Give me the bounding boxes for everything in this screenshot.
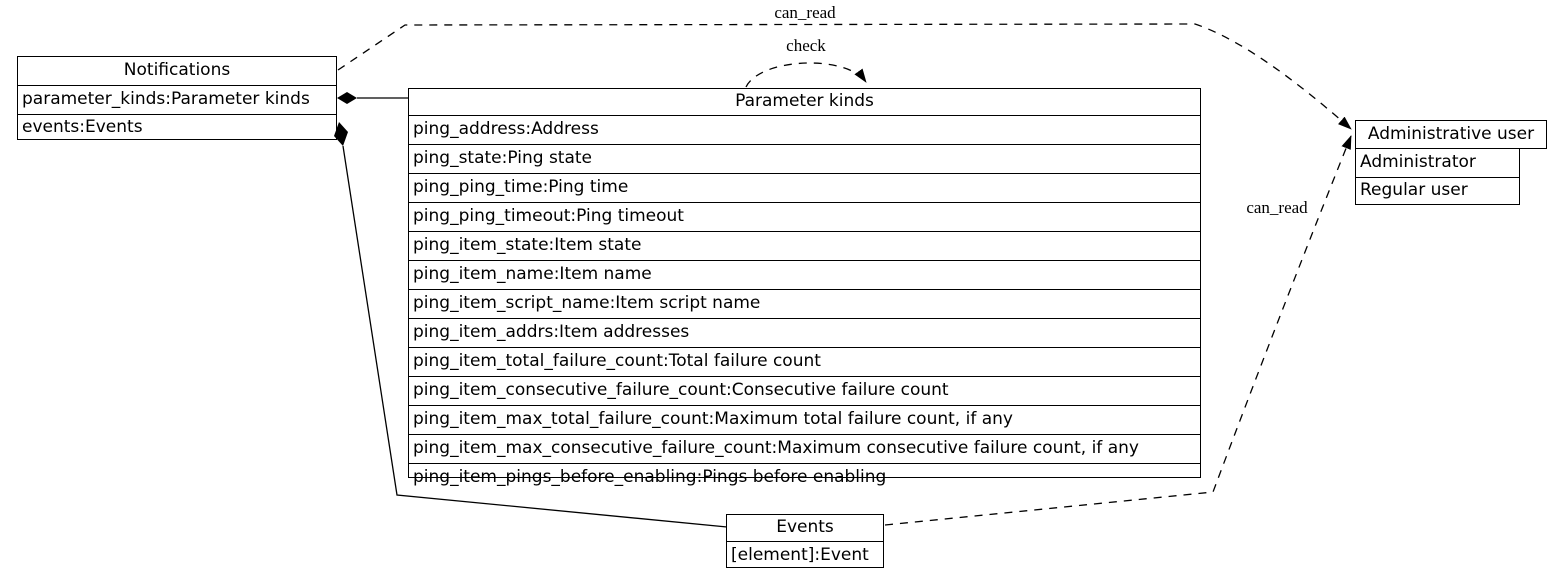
node-title: Notifications xyxy=(18,57,336,86)
field-row: ping_item_addrs:Item addresses xyxy=(409,319,1200,348)
node-title: Parameter kinds xyxy=(409,89,1200,116)
node-title: Administrative user xyxy=(1367,124,1535,144)
node-notifications: Notifications parameter_kinds:Parameter … xyxy=(17,56,337,140)
node-administrative-user-header: Administrative user xyxy=(1355,120,1547,149)
node-events: Events [element]:Event xyxy=(726,514,884,568)
edge-label-can-read-top: can_read xyxy=(774,3,836,22)
composition-diamond-icon xyxy=(337,92,357,104)
edge-check-loop xyxy=(745,62,867,88)
field-row: Regular user xyxy=(1360,180,1468,200)
field-row: ping_item_script_name:Item script name xyxy=(409,290,1200,319)
field-row: ping_item_total_failure_count:Total fail… xyxy=(409,348,1200,377)
node-administrative-user-body: Administrator Regular user xyxy=(1355,148,1520,205)
field-row: ping_ping_time:Ping time xyxy=(409,174,1200,203)
field-row: [element]:Event xyxy=(731,545,869,565)
field-row: ping_item_name:Item name xyxy=(409,261,1200,290)
field-row: ping_state:Ping state xyxy=(409,145,1200,174)
field-row: events:Events xyxy=(22,117,143,137)
node-parameter-kinds: Parameter kinds ping_address:Address pin… xyxy=(408,88,1201,487)
field-row: parameter_kinds:Parameter kinds xyxy=(18,86,336,115)
field-row: ping_item_max_total_failure_count:Maximu… xyxy=(409,406,1200,435)
edge-label-check: check xyxy=(786,36,826,55)
field-row: ping_ping_timeout:Ping timeout xyxy=(409,203,1200,232)
field-row: ping_item_state:Item state xyxy=(409,232,1200,261)
field-row: ping_item_pings_before_enabling:Pings be… xyxy=(413,467,887,487)
field-row: ping_address:Address xyxy=(409,116,1200,145)
node-title: Events xyxy=(727,515,883,542)
field-row: ping_item_consecutive_failure_count:Cons… xyxy=(409,377,1200,406)
edge-label-can-read-bottom: can_read xyxy=(1246,198,1308,217)
field-row: ping_item_max_consecutive_failure_count:… xyxy=(409,435,1200,464)
field-row: Administrator xyxy=(1356,149,1519,178)
